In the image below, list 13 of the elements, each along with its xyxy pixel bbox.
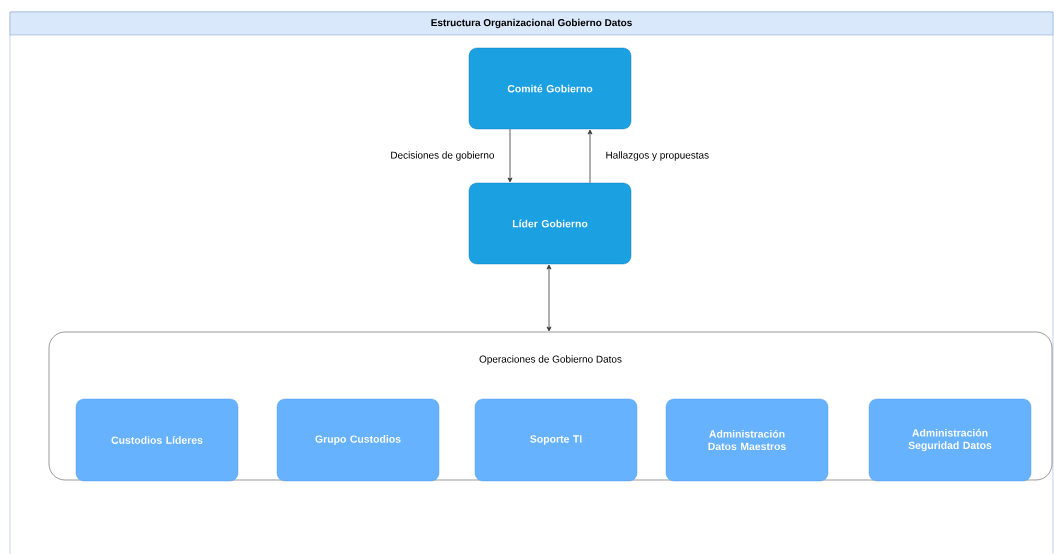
- team-box: Grupo Custodios: [276, 398, 440, 482]
- team-box: Administración Seguridad Datos: [868, 398, 1032, 482]
- edge-label: Decisiones de gobierno: [391, 151, 495, 161]
- arrow: [507, 128, 513, 183]
- team-box: Administración Datos Maestros: [665, 398, 829, 482]
- title-bar: Estructura Organizacional Gobierno Datos: [9, 11, 1054, 36]
- team-box: Soporte TI: [474, 398, 638, 482]
- team-box: Custodios Líderes: [75, 398, 239, 482]
- role-box: Líder Gobierno: [468, 182, 632, 265]
- arrow: [587, 129, 593, 184]
- edge-label: Hallazgos y propuestas: [606, 151, 709, 161]
- arrow: [546, 264, 552, 332]
- role-box: Comité Gobierno: [468, 47, 632, 130]
